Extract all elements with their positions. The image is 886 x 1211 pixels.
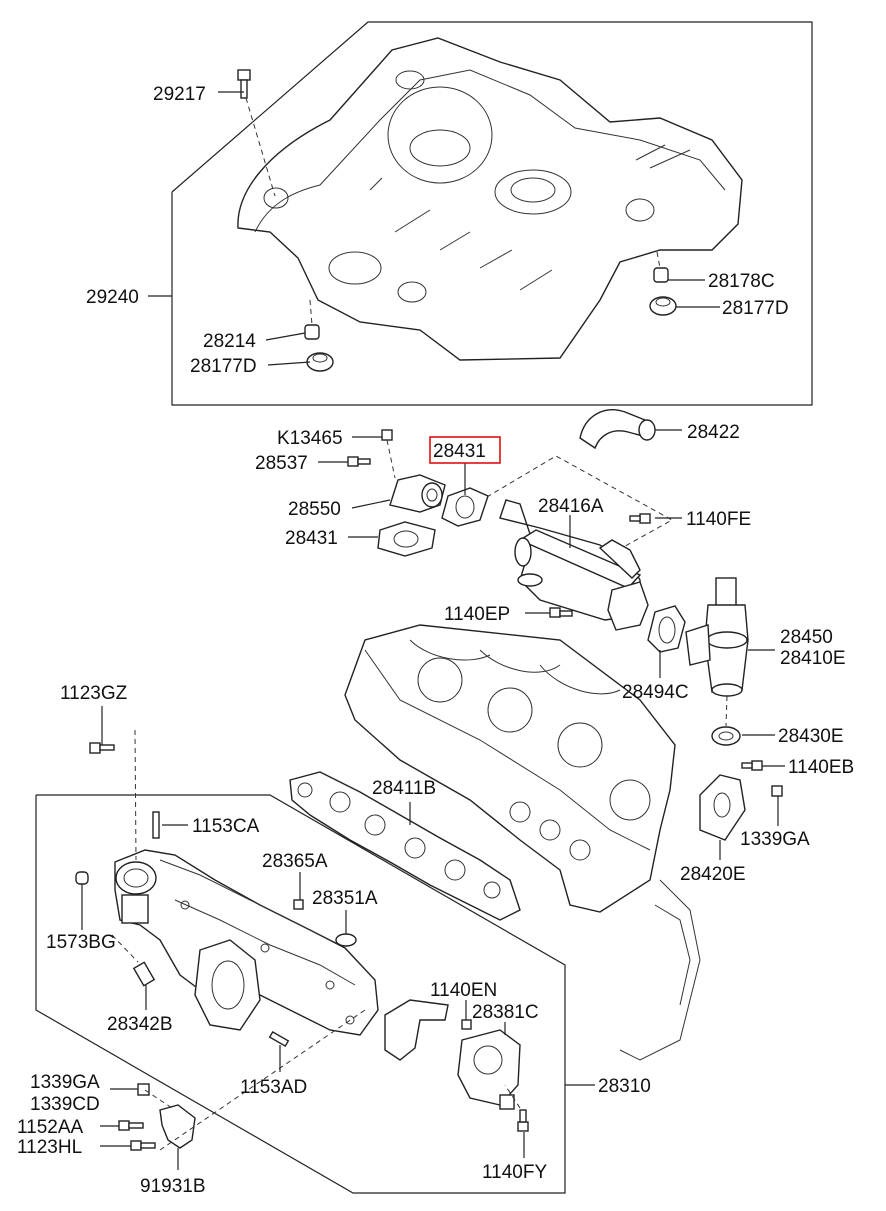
label-28431-highlighted[interactable]: 28431 xyxy=(433,441,486,462)
label-1123GZ[interactable]: 1123GZ xyxy=(60,683,128,704)
bolt-1140EB[interactable] xyxy=(741,760,763,771)
cylinder-head[interactable] xyxy=(344,624,701,1061)
label-28431[interactable]: 28431 xyxy=(285,528,338,549)
label-1123HL[interactable]: 1123HL xyxy=(17,1137,82,1158)
label-29217[interactable]: 29217 xyxy=(153,84,206,105)
bolt-28537[interactable] xyxy=(347,456,371,467)
label-1140FY[interactable]: 1140FY xyxy=(482,1162,547,1183)
label-1140EB[interactable]: 1140EB xyxy=(788,757,854,778)
bracket[interactable] xyxy=(384,999,449,1061)
bolt-1123GZ[interactable] xyxy=(89,742,115,754)
grommet-28178C[interactable] xyxy=(653,267,669,283)
label-28494C[interactable]: 28494C xyxy=(622,682,689,703)
plug-28351A[interactable] xyxy=(335,933,357,947)
intake-manifold-28310[interactable] xyxy=(114,849,379,1036)
label-28178C[interactable]: 28178C xyxy=(708,271,775,292)
pin-28342B[interactable] xyxy=(132,961,156,987)
label-1339GA-left[interactable]: 1339GA xyxy=(30,1072,100,1093)
label-28177D-right[interactable]: 28177D xyxy=(722,298,789,319)
label-K13465[interactable]: K13465 xyxy=(277,428,343,449)
part-labels: 29217 29240 28214 28177D 28178C 28177D K… xyxy=(17,84,854,1197)
label-28430E[interactable]: 28430E xyxy=(778,726,844,747)
label-28550[interactable]: 28550 xyxy=(288,499,341,520)
plug-1573BG[interactable] xyxy=(75,871,89,885)
gasket-28430E[interactable] xyxy=(711,726,741,746)
gasket-28494C[interactable] xyxy=(647,605,686,653)
bolt-1152AA[interactable] xyxy=(118,1120,144,1131)
engine-cover[interactable] xyxy=(237,37,743,361)
label-28351A[interactable]: 28351A xyxy=(312,888,378,909)
egr-cooler-28416A[interactable] xyxy=(499,499,649,631)
bolt-1140EP[interactable] xyxy=(549,607,573,618)
nut-1339GA-left[interactable] xyxy=(137,1083,150,1096)
label-1152AA[interactable]: 1152AA xyxy=(17,1117,84,1138)
label-28420E[interactable]: 28420E xyxy=(680,864,746,885)
grommet-28177D-left[interactable] xyxy=(306,352,334,372)
cover-frame xyxy=(171,21,813,406)
bracket-91931B[interactable] xyxy=(159,1104,196,1149)
label-1153CA[interactable]: 1153CA xyxy=(192,816,260,837)
label-1573BG[interactable]: 1573BG xyxy=(46,932,116,953)
bolt-29217[interactable] xyxy=(237,69,251,99)
label-28310[interactable]: 28310 xyxy=(598,1076,651,1097)
label-28365A[interactable]: 28365A xyxy=(262,851,328,872)
bolt-1140EN[interactable] xyxy=(461,1019,472,1030)
grommet-28214[interactable] xyxy=(304,324,320,340)
pipe-28550[interactable] xyxy=(389,474,446,513)
nut-K13465[interactable] xyxy=(381,429,393,441)
stud-1153AD[interactable] xyxy=(268,1030,290,1048)
nut-28365A[interactable] xyxy=(293,899,304,910)
actuator-28381C[interactable] xyxy=(457,1029,521,1110)
label-29240[interactable]: 29240 xyxy=(86,287,139,308)
label-28450[interactable]: 28450 xyxy=(780,627,833,648)
label-28410E[interactable]: 28410E xyxy=(780,648,846,669)
stud-1153CA[interactable] xyxy=(152,811,160,839)
label-28381C[interactable]: 28381C xyxy=(472,1002,539,1023)
bolt-1140FY[interactable] xyxy=(517,1109,529,1132)
label-1140EP[interactable]: 1140EP xyxy=(444,604,510,625)
leader-lines xyxy=(81,91,785,1170)
engine-cover-group xyxy=(171,21,813,406)
label-1140FE[interactable]: 1140FE xyxy=(686,509,751,530)
label-28214[interactable]: 28214 xyxy=(203,331,256,352)
grommet-28177D-right[interactable] xyxy=(649,296,677,316)
egr-valve-28450[interactable] xyxy=(685,577,749,697)
label-1153AD[interactable]: 1153AD xyxy=(240,1077,307,1098)
label-1140EN[interactable]: 1140EN xyxy=(430,980,497,1001)
label-28342B[interactable]: 28342B xyxy=(107,1014,173,1035)
bolt-1123HL[interactable] xyxy=(130,1140,156,1151)
manifold-frame xyxy=(35,794,566,1194)
egr-group xyxy=(347,409,783,841)
gasket-28431-upper[interactable] xyxy=(441,487,489,527)
label-28416A[interactable]: 28416A xyxy=(538,496,604,517)
label-28537[interactable]: 28537 xyxy=(255,453,308,474)
label-1339GA-right[interactable]: 1339GA xyxy=(740,829,810,850)
label-91931B[interactable]: 91931B xyxy=(140,1176,206,1197)
nut-1339GA-right[interactable] xyxy=(771,785,783,797)
bolt-1140FE[interactable] xyxy=(629,513,651,524)
adapter-28420E[interactable] xyxy=(699,774,746,841)
label-28177D-left[interactable]: 28177D xyxy=(190,356,257,377)
label-1339CD[interactable]: 1339CD xyxy=(30,1094,100,1115)
highlight-box xyxy=(429,436,501,464)
label-28411B[interactable]: 28411B xyxy=(372,778,436,799)
intake-manifold-group xyxy=(35,729,566,1194)
gasket-28431-lower[interactable] xyxy=(377,521,436,557)
label-28422[interactable]: 28422 xyxy=(687,422,740,443)
